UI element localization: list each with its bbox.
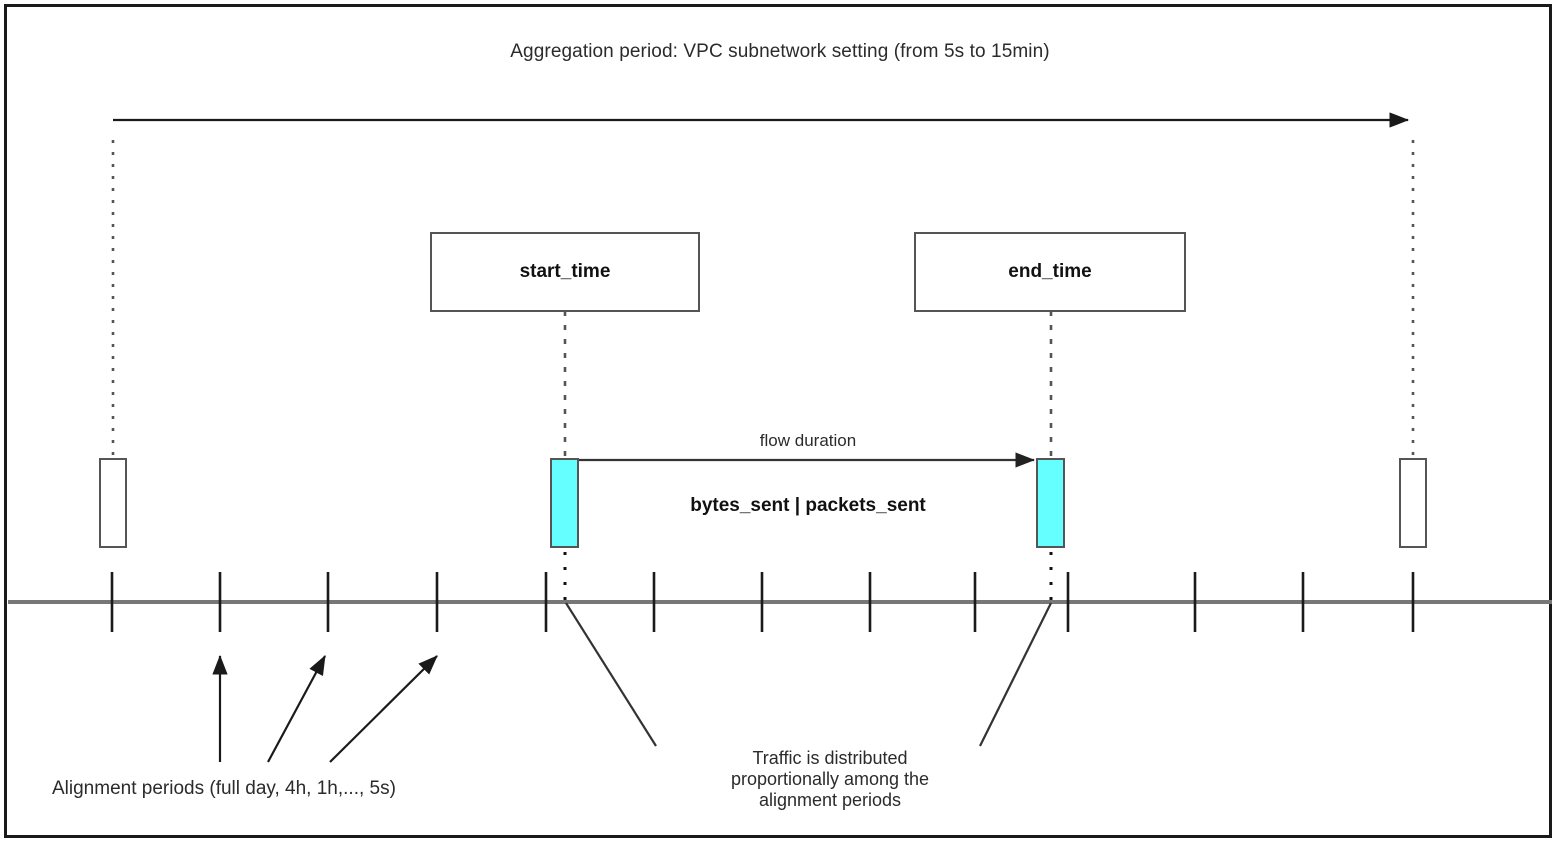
- alignment-marker-left: [99, 458, 127, 548]
- timeline-ticks: [110, 572, 1415, 632]
- traffic-note-connector-right: [979, 602, 1052, 747]
- start-time-label: start_time: [519, 261, 611, 282]
- flow-end-bar: [1036, 458, 1065, 548]
- traffic-note-connector-left: [565, 602, 657, 747]
- start-time-box: start_time: [430, 232, 700, 312]
- alignment-period-pointers: [212, 654, 438, 763]
- flow-duration-label: flow duration: [759, 431, 857, 450]
- traffic-note-line-1: Traffic is distributed: [752, 748, 908, 768]
- alignment-periods-label: Alignment periods (full day, 4h, 1h,...,…: [52, 778, 396, 799]
- page-title: Aggregation period: VPC subnetwork setti…: [510, 41, 1050, 62]
- traffic-note-line-2: proportionally among the: [730, 769, 930, 789]
- end-time-box: end_time: [914, 232, 1186, 312]
- end-time-label: end_time: [1008, 261, 1092, 282]
- metrics-label: bytes_sent | packets_sent: [690, 495, 926, 516]
- alignment-pointer-diagonal-1: [267, 655, 326, 763]
- alignment-pointer-diagonal-2: [329, 655, 438, 763]
- traffic-note-line-3: alignment periods: [758, 790, 902, 810]
- flow-start-bar: [550, 458, 579, 548]
- alignment-marker-right: [1399, 458, 1427, 548]
- traffic-distribution-note: Traffic is distributed proportionally am…: [690, 748, 970, 811]
- diagram-border: [4, 4, 1552, 838]
